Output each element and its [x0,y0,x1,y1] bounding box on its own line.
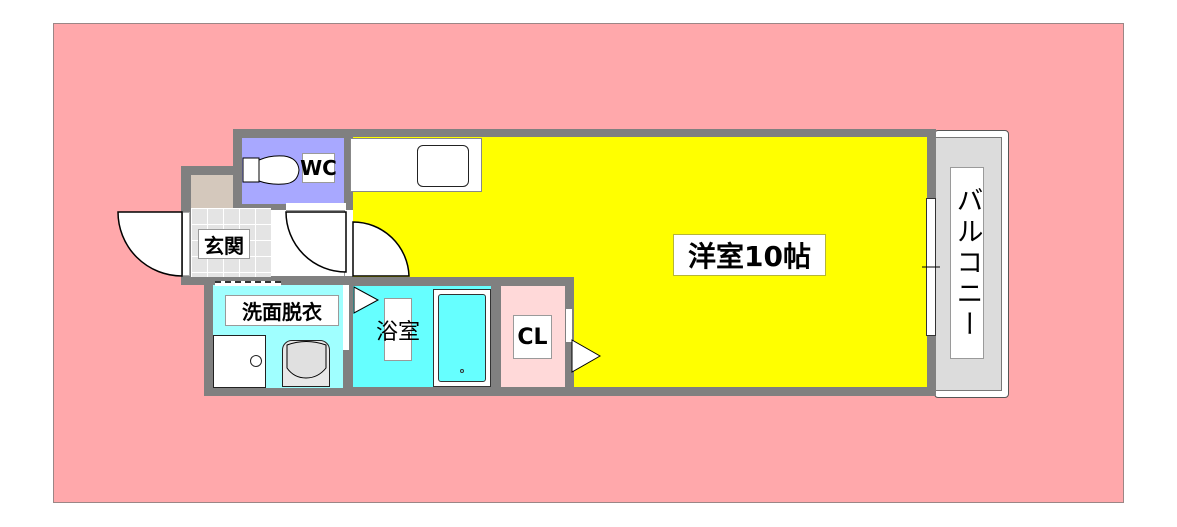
balcony-label: バルコニー [950,167,984,359]
washroom-door-jamb [343,285,349,350]
entrance-door-swing-icon [117,211,183,277]
closet-door-arrow-icon [571,339,602,373]
hallway-threshold [286,203,346,211]
bathtub-basin [438,294,486,382]
washing-machine-drain [250,355,262,367]
washroom-threshold [215,281,281,286]
wash-basin-bowl-icon [286,341,327,379]
shoe-box [191,175,233,208]
bathroom-label: 浴室 [376,298,420,361]
kitchen-sink [417,145,469,187]
bathtub-drain [460,369,464,373]
toilet-tank-icon [242,157,260,183]
entrance-label: 玄関 [198,229,250,259]
toilet-bowl-icon [258,155,300,185]
wc-label: WC [300,153,337,183]
bath-door-arrow-icon [353,286,380,314]
room-door-swing-icon [352,221,410,277]
closet-door-jamb [566,309,572,342]
washroom-label: 洗面脱衣 [225,295,339,326]
closet-label: CL [513,315,552,359]
hallway-door-swing-icon [285,211,347,273]
western-room-label: 洋室10帖 [673,234,826,276]
